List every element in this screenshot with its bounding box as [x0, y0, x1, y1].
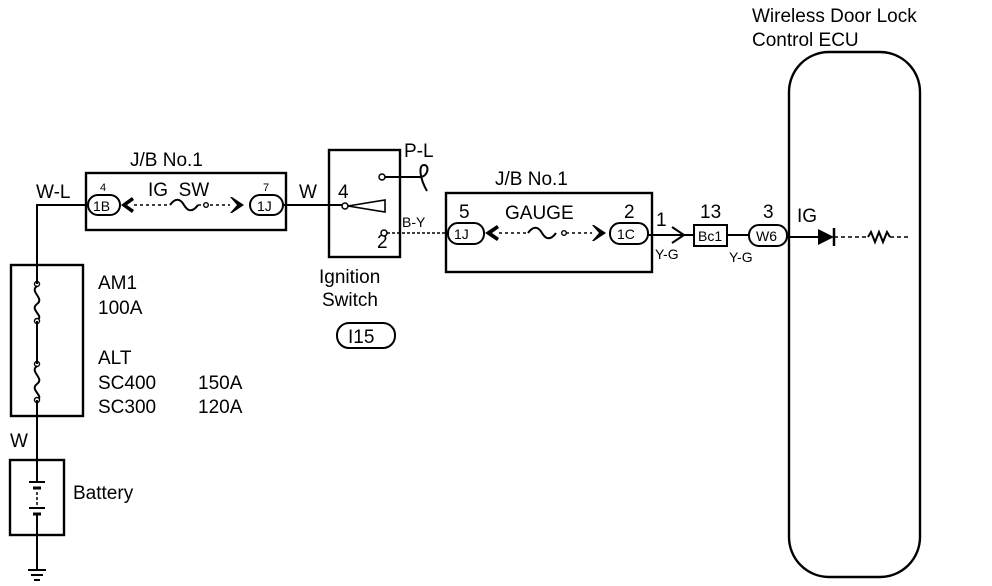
fuse-alt-row2-rating: 120A [198, 397, 243, 418]
wire-wl-label: W-L [36, 182, 70, 203]
chevron-left-icon [121, 197, 134, 213]
wire-yg1-label: Y-G [655, 246, 679, 262]
connector-bc1-code: Bc1 [698, 228, 722, 244]
fuse-block-box [9, 263, 85, 418]
ignition-switch-pin-in: 4 [338, 182, 349, 203]
battery-icon [29, 481, 45, 516]
battery-label: Battery [73, 483, 134, 504]
connector-w6-pin: 3 [763, 202, 774, 223]
jb-left-box [84, 171, 288, 232]
ignition-switch-name-line2: Switch [322, 290, 378, 311]
fuse-am1-icon [33, 280, 41, 325]
ignition-switch-box [327, 148, 402, 259]
switch-contact-icon [347, 199, 386, 213]
fuse-alt-name: ALT [98, 348, 132, 369]
ecu-title-line2: Control ECU [752, 30, 859, 51]
jb-right-box [444, 191, 654, 274]
connector-bc1-pin: 13 [700, 202, 721, 223]
ignition-switch-wire-pl: P-L [404, 141, 434, 162]
jb-left-conn-out-label: 1J [257, 198, 272, 214]
ignition-switch-code-badge [336, 322, 396, 349]
ecu-title-line1: Wireless Door Lock [752, 6, 917, 27]
jb-right-conn-out-label: 1C [617, 226, 635, 242]
wire-yg2-label: Y-G [729, 249, 753, 265]
jb-right-pin-in: 5 [459, 202, 470, 223]
fuse-alt-row1-model: SC400 [98, 373, 156, 394]
connector-w6-code: W6 [756, 228, 777, 244]
ignition-switch-code: I15 [348, 327, 374, 348]
jb-right-pin-out: 2 [624, 202, 635, 223]
wire-w-battery-label: W [10, 431, 28, 452]
jb-left-circuit-label: IG SW [148, 180, 209, 201]
ignition-switch-name-line1: Ignition [319, 267, 380, 288]
fuse-icon [527, 226, 557, 240]
ground-icon [28, 569, 46, 581]
wire-by-label: B-Y [402, 214, 426, 230]
fuse-alt-row2-model: SC300 [98, 397, 156, 418]
jb-right-title: J/B No.1 [495, 169, 568, 190]
jb-left-pin-out: 7 [263, 182, 269, 194]
chevron-right-icon [592, 225, 606, 241]
ecu-box [787, 50, 922, 579]
fuse-alt-row1-rating: 150A [198, 373, 243, 394]
chevron-left-icon [485, 225, 499, 241]
wire-w-top-label: W [299, 182, 317, 203]
chevron-right-icon [230, 197, 244, 213]
resistor-icon [867, 229, 891, 245]
jb-right-conn-in-label: 1J [454, 226, 469, 242]
fuse-am1-rating: 100A [98, 298, 143, 319]
jb-right-circuit-label: GAUGE [505, 203, 574, 224]
diode-icon [818, 228, 836, 246]
fuse-am1-name: AM1 [98, 273, 137, 294]
ignition-pl-wire [419, 163, 429, 192]
wire-wl [36, 204, 88, 265]
ecu-terminal-label: IG [797, 206, 817, 227]
jb-left-title: J/B No.1 [130, 150, 203, 171]
ignition-switch-pin-out: 2 [377, 232, 388, 253]
fuse-alt-icon [33, 360, 41, 404]
fuse-icon [169, 198, 199, 212]
jb-right-conn-out [609, 222, 649, 245]
jb-left-pin-in: 4 [100, 182, 106, 194]
jb-left-conn-in-label: 1B [93, 198, 110, 214]
jb-out-pin: 1 [656, 210, 667, 231]
